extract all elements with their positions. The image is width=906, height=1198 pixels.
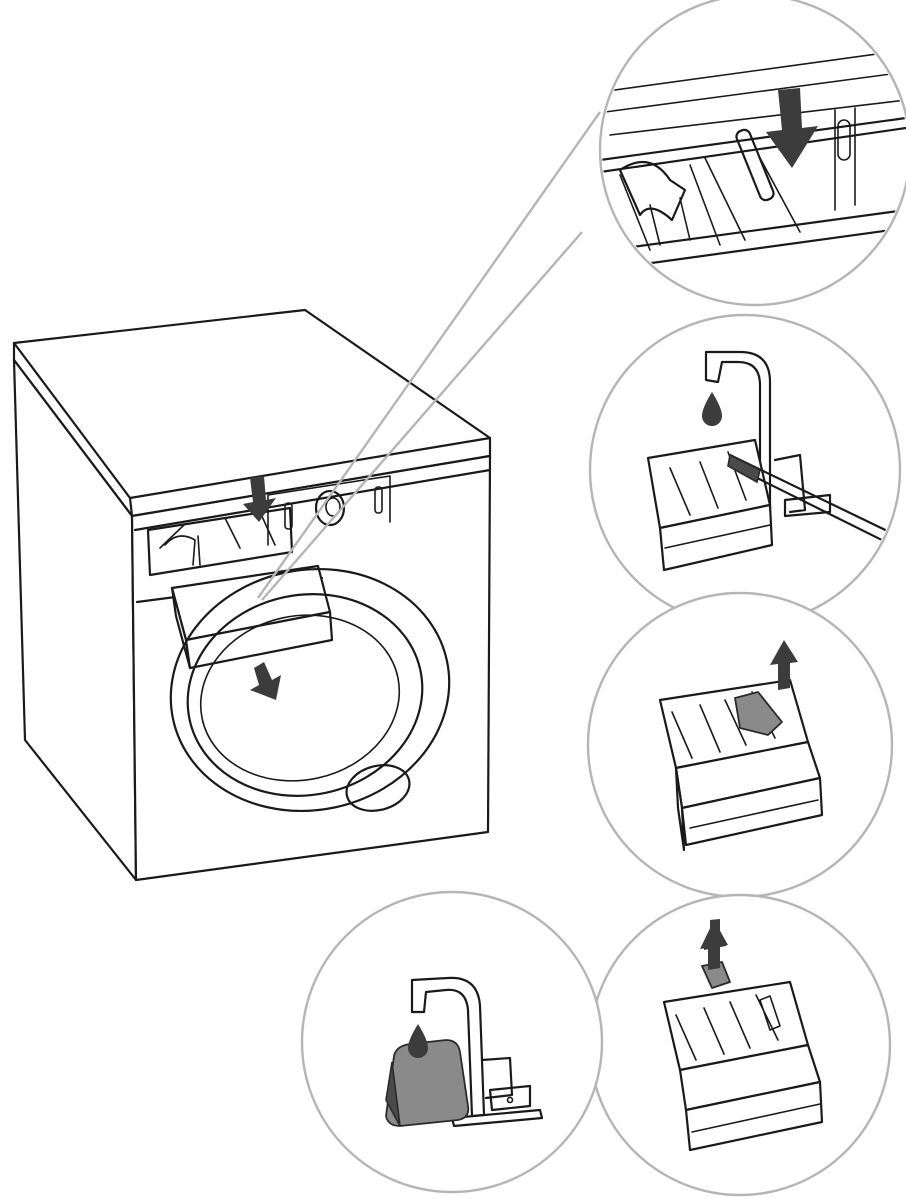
up-arrow-icon xyxy=(770,640,798,690)
bubble-1 xyxy=(598,0,906,307)
callout-lines xyxy=(257,111,601,601)
door-inner xyxy=(186,593,424,797)
water-drop-icon xyxy=(702,392,722,426)
pull-arrow-icon xyxy=(250,662,281,700)
step-press-lever xyxy=(598,0,906,307)
step-remove-cap xyxy=(588,893,892,1197)
program-knob xyxy=(314,489,346,527)
step-rinse-cap xyxy=(300,890,604,1194)
tap-icon xyxy=(704,350,772,512)
siphon-insert xyxy=(734,691,783,736)
dispenser-opening xyxy=(146,506,294,577)
down-arrow-icon xyxy=(766,88,818,168)
washing-machine xyxy=(12,308,492,882)
display-slot xyxy=(284,502,293,530)
down-arrow-icon xyxy=(243,476,276,522)
machine-front xyxy=(130,454,492,882)
service-hatch xyxy=(345,764,411,812)
step-rinse-dispenser xyxy=(588,313,902,627)
water-drop-icon xyxy=(408,1024,428,1058)
tap-icon xyxy=(410,976,486,1118)
release-lever xyxy=(735,128,775,202)
siphon-cap xyxy=(385,1039,470,1127)
step-lift-siphon xyxy=(586,591,894,899)
